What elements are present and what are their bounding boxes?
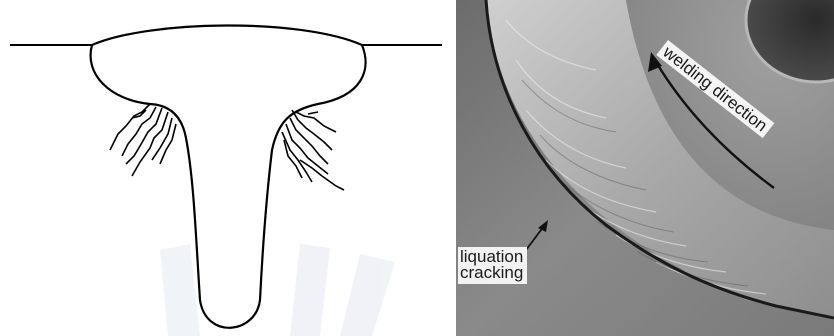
weld-schematic-svg xyxy=(0,0,452,336)
left-cracks xyxy=(110,104,176,176)
weld-photo-svg xyxy=(456,0,834,336)
liquation-label-line2: cracking xyxy=(460,265,523,281)
right-cracks xyxy=(282,110,344,190)
weld-cross-section-schematic xyxy=(0,0,452,336)
liquation-cracking-label: liquation cracking xyxy=(458,247,527,284)
weld-photograph: welding direction liquation cracking xyxy=(456,0,834,336)
watermark xyxy=(160,244,395,336)
